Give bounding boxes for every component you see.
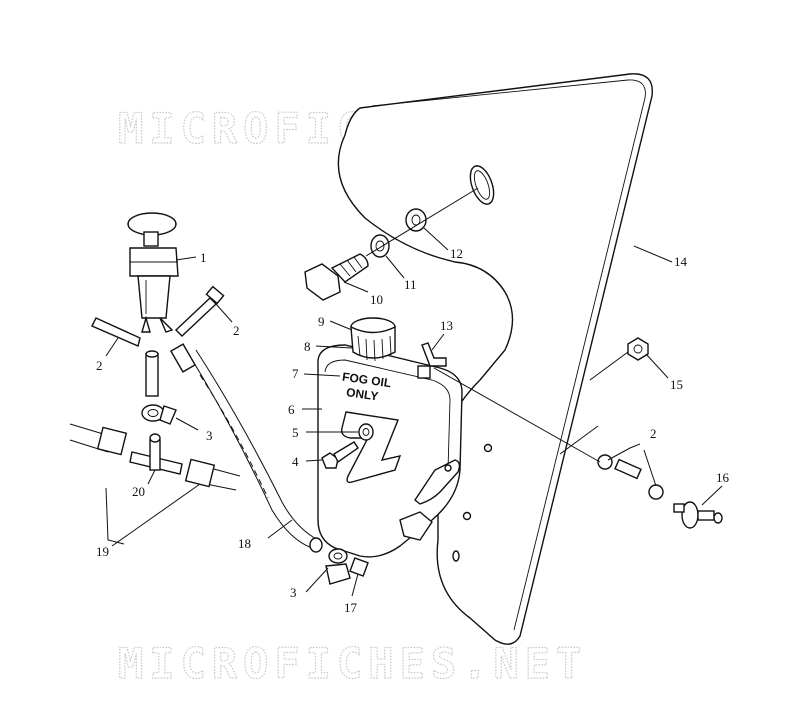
callout-2b: 2 — [96, 358, 103, 373]
lock-washer — [370, 234, 390, 258]
angle-fitting-right — [174, 285, 225, 337]
watermark-bottom: MICROFICHES.NET — [118, 639, 587, 688]
outlet-fitting — [349, 557, 369, 577]
fuel-line — [69, 423, 241, 491]
elbow-fitting — [417, 342, 447, 379]
callout-15: 15 — [670, 377, 683, 392]
callout-16: 16 — [716, 470, 730, 485]
callout-7: 7 — [292, 366, 299, 381]
callout-5: 5 — [292, 425, 299, 440]
screw — [321, 441, 359, 469]
tee-fitting — [129, 433, 183, 475]
supply-hose — [185, 349, 323, 553]
callout-20: 20 — [132, 484, 145, 499]
callout-18: 18 — [238, 536, 251, 551]
callout-8: 8 — [304, 339, 311, 354]
tank-label-line2: ONLY — [345, 385, 379, 403]
callout-10: 10 — [370, 292, 383, 307]
callout-3a: 3 — [206, 428, 213, 443]
hose-clamp-upper — [141, 404, 177, 425]
leader-lines — [105, 227, 723, 597]
callout-labels: 1 2 2 2 3 3 4 5 6 7 8 9 10 11 12 13 14 1… — [96, 246, 730, 615]
flat-washer — [405, 208, 427, 232]
callout-11: 11 — [404, 277, 417, 292]
callout-3b: 3 — [290, 585, 297, 600]
pump-tube — [145, 343, 197, 397]
callout-12: 12 — [450, 246, 463, 261]
filler-cap — [350, 317, 396, 362]
callout-2c: 2 — [650, 426, 657, 441]
check-valve — [673, 501, 723, 529]
angle-fitting-left — [91, 317, 141, 347]
callout-1: 1 — [200, 250, 207, 265]
callout-6: 6 — [288, 402, 295, 417]
oil-tank — [317, 344, 463, 558]
callout-4: 4 — [292, 454, 299, 469]
callout-17: 17 — [344, 600, 358, 615]
callout-13: 13 — [440, 318, 453, 333]
callout-14: 14 — [674, 254, 688, 269]
screw-washer — [358, 423, 374, 441]
hose-clamp-lower — [325, 548, 351, 585]
callout-9: 9 — [318, 314, 325, 329]
nut — [627, 337, 649, 361]
tank-label-line1: FOG OIL — [341, 370, 392, 391]
bolt — [304, 253, 369, 301]
primer-pump — [127, 212, 179, 333]
callout-19: 19 — [96, 544, 109, 559]
callout-2a: 2 — [233, 323, 240, 338]
